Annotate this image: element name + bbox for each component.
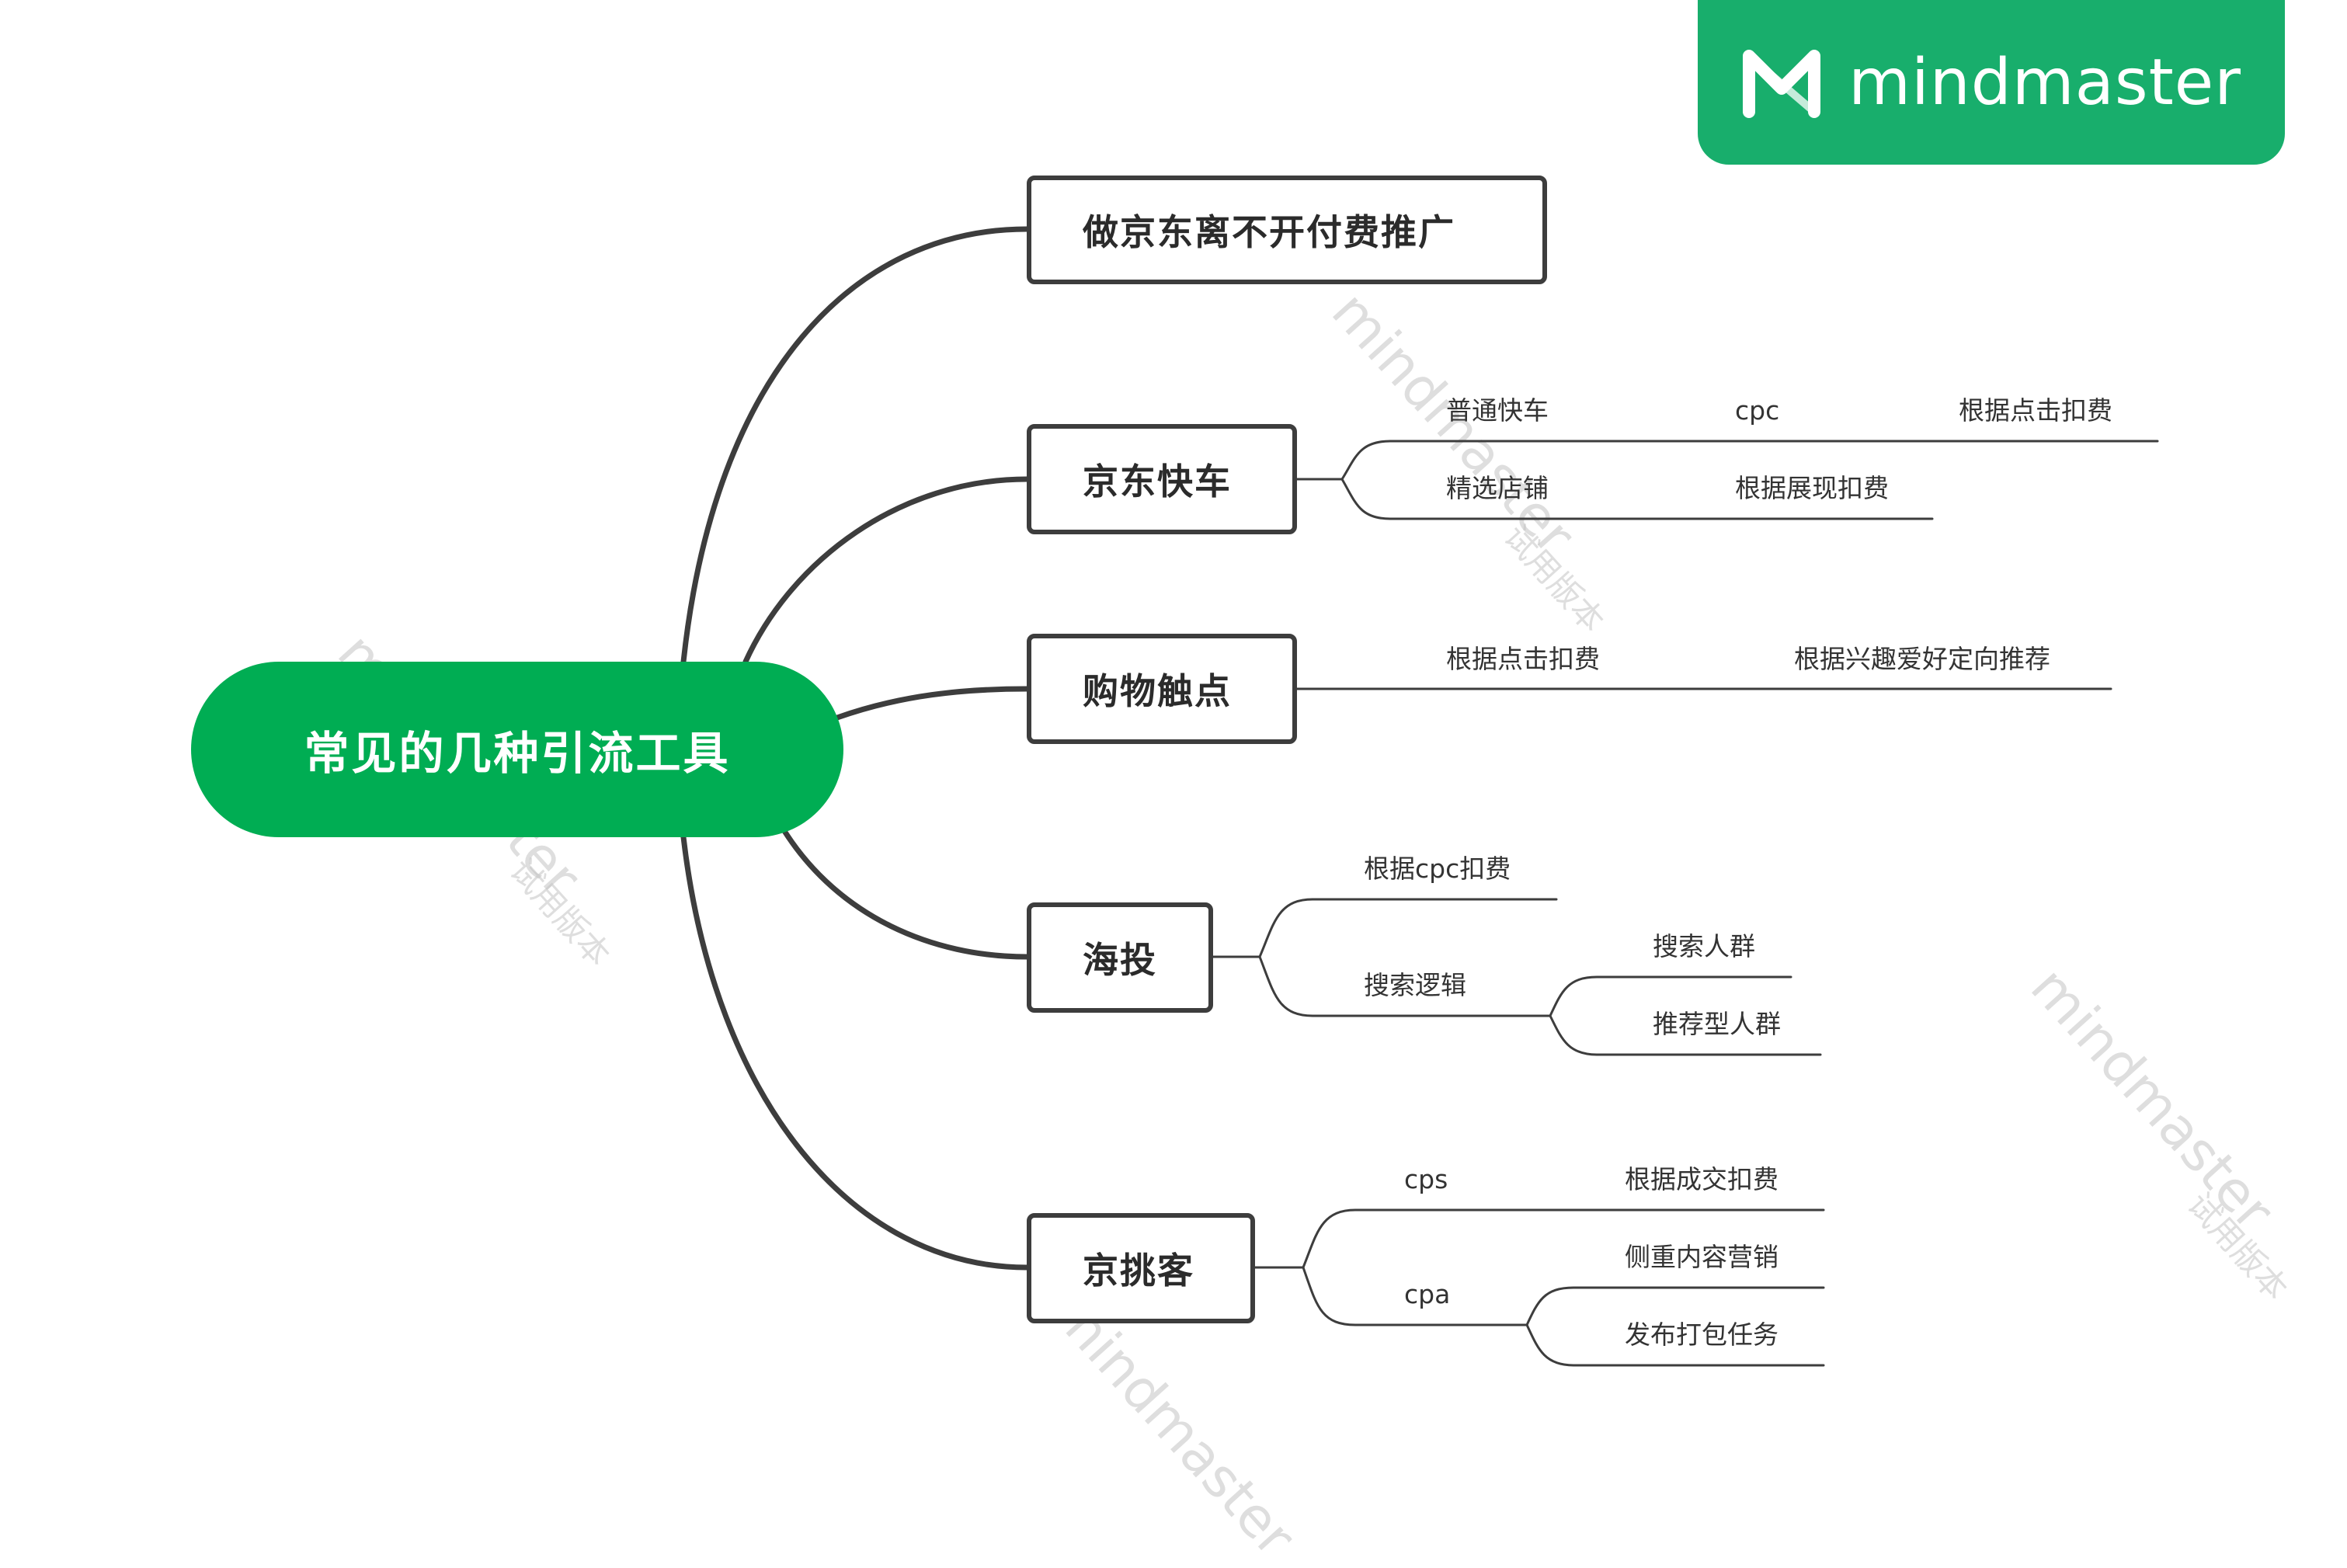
- branch-topic-label: 做京东离不开付费推广: [1083, 211, 1455, 253]
- mindmaster-logo-icon: [1743, 50, 1821, 118]
- subtopic-package-task[interactable]: 发布打包任务: [1625, 1319, 1779, 1350]
- subtopic-search-logic[interactable]: 搜索逻辑: [1364, 970, 1466, 1000]
- subtopic-normal-express[interactable]: 普通快车: [1446, 395, 1549, 426]
- subtopic-click-billing[interactable]: 根据点击扣费: [1959, 395, 2112, 426]
- subtopic-cpc[interactable]: cpc: [1735, 395, 1780, 426]
- subtopic-selected-stores[interactable]: 精选店铺: [1446, 473, 1549, 503]
- connector-b5-sub-up: [1525, 1286, 1825, 1326]
- connector-root-b5: [680, 834, 1030, 1271]
- branch-topic-paid-promotion[interactable]: 做京东离不开付费推广: [1027, 176, 1547, 284]
- connector-b2-up: [1340, 440, 2159, 481]
- subtopic-impression-billing[interactable]: 根据展现扣费: [1735, 473, 1889, 503]
- connector-root-b2: [742, 476, 1030, 665]
- subtopic-cpc-billing[interactable]: 根据cpc扣费: [1364, 854, 1511, 884]
- branch-topic-jingtiaoke[interactable]: 京挑客: [1027, 1213, 1255, 1323]
- connector-root-b1: [680, 226, 1030, 665]
- branch-topic-shopping-touchpoint[interactable]: 购物触点: [1027, 634, 1297, 744]
- connector-b4-down: [1258, 955, 1552, 1017]
- branch-topic-label: 购物触点: [1083, 670, 1232, 712]
- connector-b4-up: [1258, 898, 1558, 958]
- connector-b5-sub-down: [1525, 1323, 1825, 1367]
- connector-root-b4: [781, 828, 1030, 960]
- subtopic-interest-targeting[interactable]: 根据兴趣爱好定向推荐: [1794, 644, 2050, 674]
- root-topic[interactable]: 常见的几种引流工具: [191, 662, 843, 837]
- connector-b4-sub-up: [1549, 975, 1792, 1017]
- subtopic-search-audience[interactable]: 搜索人群: [1653, 931, 1755, 961]
- subtopic-content-marketing[interactable]: 侧重内容营销: [1625, 1242, 1779, 1272]
- connector-root-b3: [834, 686, 1030, 721]
- subtopic-click-billing[interactable]: 根据点击扣费: [1446, 644, 1600, 674]
- root-topic-label: 常见的几种引流工具: [304, 727, 731, 780]
- mindmaster-logo-text: mindmaster: [1848, 45, 2241, 120]
- branch-topic-label: 京挑客: [1083, 1250, 1194, 1292]
- branch-topic-label: 京东快车: [1083, 461, 1232, 502]
- subtopic-cpa[interactable]: cpa: [1404, 1279, 1451, 1309]
- connector-b5-down: [1302, 1266, 1528, 1326]
- connector-b4-sub-down: [1549, 1014, 1822, 1056]
- subtopic-deal-billing[interactable]: 根据成交扣费: [1625, 1164, 1779, 1194]
- subtopic-cps[interactable]: cps: [1404, 1164, 1448, 1194]
- branch-topic-jd-express[interactable]: 京东快车: [1027, 424, 1297, 534]
- subtopic-recommend-audience[interactable]: 推荐型人群: [1653, 1009, 1781, 1039]
- connector-b2-down: [1340, 478, 1934, 520]
- mindmaster-logo: mindmaster: [1698, 0, 2285, 165]
- connector-b5-up: [1302, 1208, 1825, 1269]
- branch-topic-haitou[interactable]: 海投: [1027, 902, 1213, 1013]
- branch-topic-label: 海投: [1083, 939, 1157, 981]
